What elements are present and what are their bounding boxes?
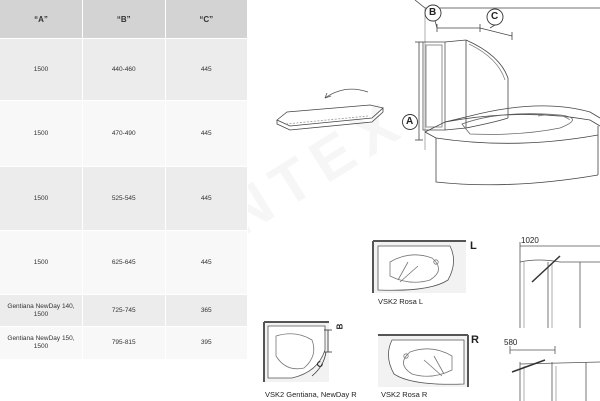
cell-b: 440-460 <box>82 38 166 101</box>
cell-c: 395 <box>165 326 248 359</box>
header-b: “B” <box>82 0 166 39</box>
table-row: 1500 625-645 445 <box>0 230 248 295</box>
plan-mark-b: B <box>335 323 345 330</box>
cell-a: Gentiana NewDay 150, 1500 <box>0 326 83 359</box>
cell-b: 525-545 <box>82 166 166 231</box>
elevation-1020 <box>519 242 600 328</box>
cell-c: 365 <box>165 294 248 327</box>
callout-c-circle <box>486 8 504 26</box>
cell-b: 795-815 <box>82 326 166 359</box>
cell-c: 445 <box>165 166 248 231</box>
cell-b: 470-490 <box>82 100 166 167</box>
dimension-1020: 1020 <box>521 236 539 245</box>
callout-c: C <box>491 11 499 22</box>
label-rosa-r: VSK2 Rosa R <box>381 390 428 399</box>
cell-a: 1500 <box>0 230 83 295</box>
table-row: 1500 525-545 445 <box>0 166 248 231</box>
cell-a: 1500 <box>0 166 83 231</box>
cell-c: 445 <box>165 38 248 101</box>
label-rosa-l: VSK2 Rosa L <box>378 297 424 306</box>
table-header-row: “A” “B” “C” <box>0 0 248 39</box>
cell-b: 725-745 <box>82 294 166 327</box>
folding-panel-illustration <box>276 88 384 131</box>
callout-b: B <box>429 7 437 18</box>
callout-a: A <box>406 116 414 127</box>
elevation-580 <box>509 346 600 401</box>
cell-a: Gentiana NewDay 140, 1500 <box>0 294 83 327</box>
header-c: “C” <box>165 0 248 39</box>
table-row: 1500 440-460 445 <box>0 38 248 101</box>
callout-a-circle <box>402 114 418 130</box>
rosa-l-plan <box>372 240 466 293</box>
cell-c: 445 <box>165 230 248 295</box>
header-a: “A” <box>0 0 83 39</box>
dimension-580: 580 <box>504 338 518 347</box>
table-row: Gentiana NewDay 150, 1500 795-815 395 <box>0 326 248 359</box>
table-row: Gentiana NewDay 140, 1500 725-745 365 <box>0 294 248 327</box>
callout-b-circle <box>424 4 442 22</box>
cell-a: 1500 <box>0 100 83 167</box>
label-gentiana: VSK2 Gentiana, NewDay R <box>265 390 357 399</box>
spec-table: “A” “B” “C” 1500 440-460 445 1500 470-49… <box>0 0 248 359</box>
cell-b: 625-645 <box>82 230 166 295</box>
label-l: L <box>470 240 477 252</box>
rosa-r-plan <box>378 334 469 387</box>
gentiana-plan <box>263 321 332 382</box>
cell-a: 1500 <box>0 38 83 101</box>
bath-screen-drawing <box>414 0 600 186</box>
label-r: R <box>471 334 479 346</box>
table-row: 1500 470-490 445 <box>0 100 248 167</box>
cell-c: 445 <box>165 100 248 167</box>
